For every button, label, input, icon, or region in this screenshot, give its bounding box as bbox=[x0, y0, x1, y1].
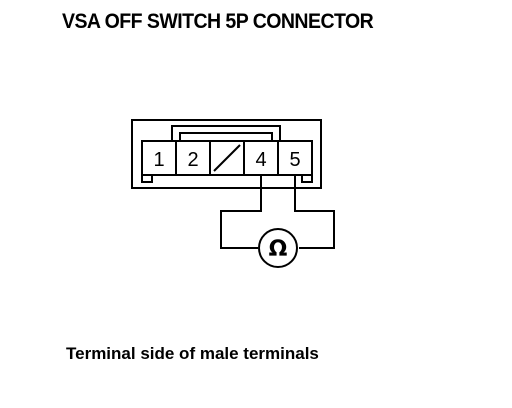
terminal-label-2: 2 bbox=[187, 149, 198, 171]
probe-wire-terminal-5 bbox=[294, 175, 335, 249]
terminal-label-1: 1 bbox=[153, 149, 164, 171]
terminal-label-5: 5 bbox=[289, 149, 300, 171]
connector-housing bbox=[131, 119, 322, 189]
terminal-label-4: 4 bbox=[255, 149, 266, 171]
unused-terminal-slash bbox=[213, 144, 241, 172]
diagram-title: VSA OFF SWITCH 5P CONNECTOR bbox=[62, 10, 374, 33]
diagram-caption: Terminal side of male terminals bbox=[66, 344, 319, 363]
ohm-symbol: Ω bbox=[269, 237, 288, 262]
connector-latch bbox=[171, 125, 281, 141]
connector-rail bbox=[141, 175, 313, 183]
terminal-body bbox=[141, 140, 313, 176]
probe-wire-terminal-4 bbox=[220, 175, 262, 249]
ohmmeter-icon: Ω bbox=[258, 228, 298, 268]
